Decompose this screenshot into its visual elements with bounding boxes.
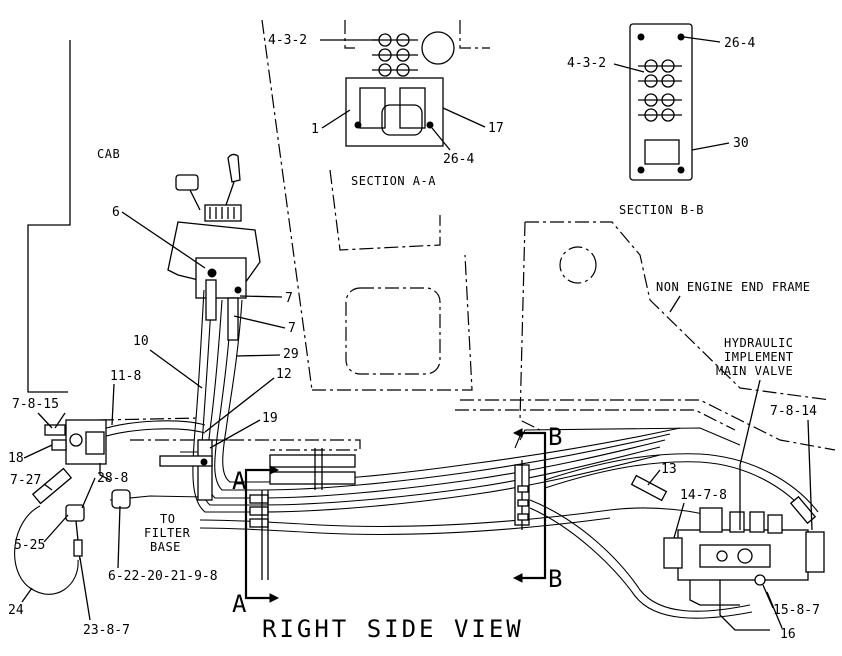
callout-7-8-14: 7-8-14 xyxy=(770,404,817,419)
section-a-a-label: SECTION A-A xyxy=(351,174,436,188)
callout-10: 10 xyxy=(133,334,149,349)
mounting-bracket xyxy=(159,439,213,501)
callout-1: 1 xyxy=(311,122,319,137)
section-marker-a xyxy=(244,465,280,603)
section-b-plate xyxy=(629,23,693,181)
callout-15-8-7: 15-8-7 xyxy=(773,603,820,618)
filter-label-line2: FILTER xyxy=(144,526,191,540)
joystick-control xyxy=(167,153,261,299)
callout-14-7-8: 14-7-8 xyxy=(680,488,727,503)
frame-outline xyxy=(99,19,836,451)
callout-6: 6 xyxy=(112,205,120,220)
callout-4-3-2-a: 4-3-2 xyxy=(268,33,307,48)
callout-19: 19 xyxy=(262,411,278,426)
section-b-top-letter: B xyxy=(548,423,565,451)
filter-label-line1: TO xyxy=(160,512,175,526)
callout-17: 17 xyxy=(488,121,504,136)
callout-6-22-20-21-9-8: 6-22-20-21-9-8 xyxy=(108,569,218,584)
callout-26-4-a: 26-4 xyxy=(443,152,474,167)
callout-24: 24 xyxy=(8,603,24,618)
callout-7-b: 7 xyxy=(288,321,296,336)
cab-label: CAB xyxy=(97,147,120,161)
section-b-b-label: SECTION B-B xyxy=(619,203,704,217)
section-a-fittings xyxy=(372,33,418,77)
filter-label-line3: BASE xyxy=(150,540,181,554)
callout-16: 16 xyxy=(780,627,796,642)
clamp-bar-b xyxy=(514,460,530,530)
callout-29: 29 xyxy=(283,347,299,362)
callout-13: 13 xyxy=(661,462,677,477)
callout-11-8: 11-8 xyxy=(110,369,141,384)
section-a-pipe xyxy=(421,31,455,65)
hose-sleeves xyxy=(205,279,817,525)
callout-7-a: 7 xyxy=(285,291,293,306)
view-title: RIGHT SIDE VIEW xyxy=(262,615,524,643)
section-b-b-view xyxy=(629,23,693,181)
callout-12: 12 xyxy=(276,367,292,382)
section-a-a-view xyxy=(344,20,490,147)
callout-18: 18 xyxy=(8,451,24,466)
section-marker-b xyxy=(512,428,547,583)
section-b-bottom-letter: B xyxy=(548,565,565,593)
valve-label-line3: MAIN VALVE xyxy=(716,364,793,378)
callout-5-25: 5-25 xyxy=(14,538,45,553)
callout-4-3-2-b: 4-3-2 xyxy=(567,56,606,71)
callout-30: 30 xyxy=(733,136,749,151)
frame-label: NON ENGINE END FRAME xyxy=(656,280,811,294)
section-a-top-letter: A xyxy=(232,467,249,495)
callout-23-8-7: 23-8-7 xyxy=(83,623,130,638)
main-valve xyxy=(663,465,825,631)
pilot-valve-assembly xyxy=(14,419,131,595)
callout-26-4-b: 26-4 xyxy=(724,36,755,51)
valve-label-line2: IMPLEMENT xyxy=(724,350,794,364)
callout-28-8: 28-8 xyxy=(97,471,128,486)
cab-outline xyxy=(27,40,71,393)
section-a-bottom-letter: A xyxy=(232,590,249,618)
valve-label-line1: HYDRAULIC xyxy=(724,336,794,350)
section-b-fittings xyxy=(638,59,682,122)
callout-7-8-15: 7-8-15 xyxy=(12,397,59,412)
callout-7-27: 7-27 xyxy=(10,473,41,488)
clamp-bar-a xyxy=(249,448,356,580)
